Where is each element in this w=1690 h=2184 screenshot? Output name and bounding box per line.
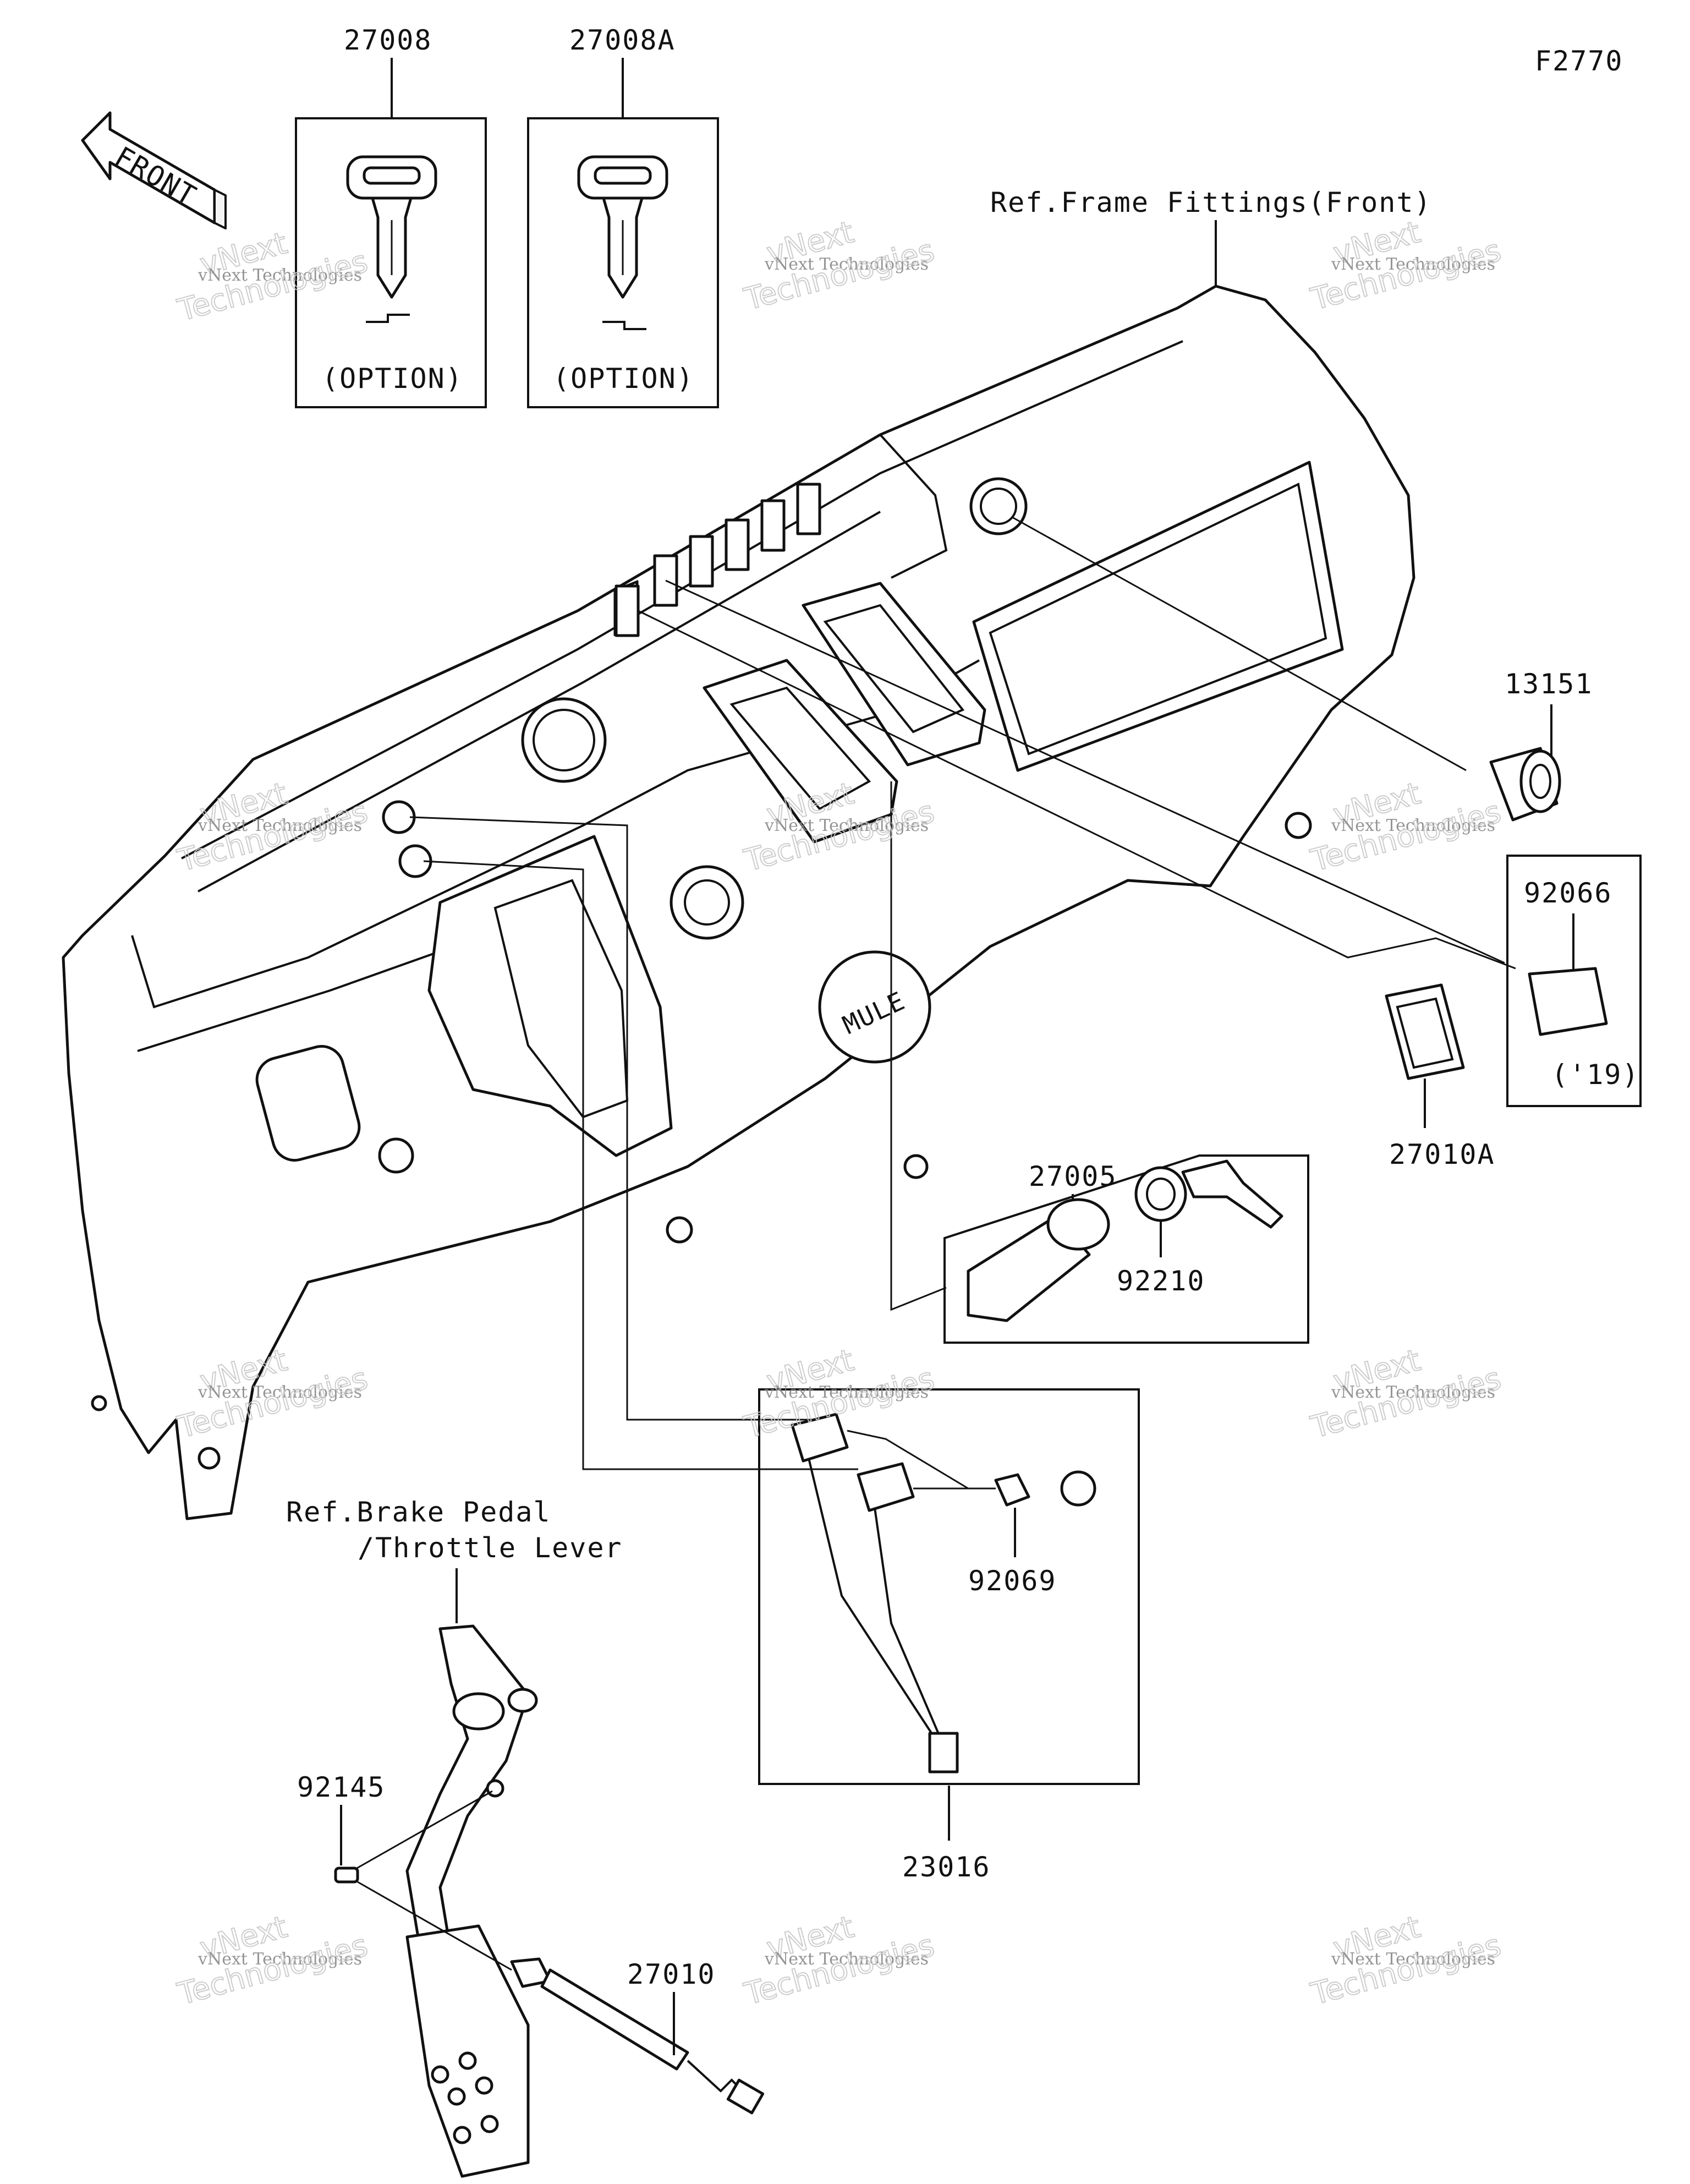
key-27008: 27008 (OPTION) — [295, 24, 487, 408]
part-92066: 92066 ('19) — [1506, 855, 1642, 1107]
part-23016: 92069 23016 — [758, 1388, 1140, 1883]
key-27008A: 27008A (OPTION) — [527, 24, 719, 408]
part-number-27010A: 27010A — [1389, 1138, 1495, 1170]
part-number-23016: 23016 — [902, 1851, 991, 1883]
svg-text:vNext Technologies: vNext Technologies — [197, 266, 362, 285]
svg-text:vNext Technologies: vNext Technologies — [1331, 1383, 1495, 1402]
brake-pedal — [405, 1624, 538, 2178]
dashboard-panel: MULE — [62, 284, 1415, 1520]
part-number-13151: 13151 — [1505, 668, 1593, 700]
part-number-92210: 92210 — [1117, 1265, 1205, 1297]
year-note-19: ('19) — [1551, 1059, 1640, 1091]
ref-throttle-lever: /Throttle Lever — [358, 1532, 623, 1564]
svg-text:vNext Technologies: vNext Technologies — [764, 1383, 929, 1402]
watermark: vNext vNext Technologies Technologies — [1307, 214, 1505, 318]
option-label-27008: (OPTION) — [322, 363, 463, 395]
part-number-27010: 27010 — [627, 1958, 716, 1990]
part-27010: 27010 — [357, 1881, 765, 2115]
front-arrow-icon: FRONT — [81, 111, 227, 229]
svg-text:vNext Technologies: vNext Technologies — [764, 1950, 929, 1969]
watermark: vNext vNext Technologies Technologies — [740, 214, 939, 318]
part-number-27008: 27008 — [344, 24, 432, 56]
watermark: vNext vNext Technologies Technologies — [173, 1908, 372, 2012]
watermarks: vNext vNext Technologies Technologies vN… — [173, 214, 1505, 2012]
leader-lines — [409, 516, 1516, 1470]
watermark: vNext vNext Technologies Technologies — [1307, 1342, 1505, 1446]
watermark: vNext vNext Technologies Technologies — [1307, 1908, 1505, 2012]
svg-text:vNext Technologies: vNext Technologies — [197, 816, 362, 835]
watermark: vNext vNext Technologies Technologies — [173, 225, 372, 329]
svg-text:vNext Technologies: vNext Technologies — [764, 816, 929, 835]
watermark: vNext vNext Technologies Technologies — [1307, 775, 1505, 879]
ref-frame-fittings: Ref.Frame Fittings(Front) — [990, 187, 1432, 218]
svg-text:vNext Technologies: vNext Technologies — [197, 1950, 362, 1969]
svg-text:vNext Technologies: vNext Technologies — [197, 1383, 362, 1402]
part-number-92066: 92066 — [1524, 877, 1612, 909]
ref-brake-pedal: Ref.Brake Pedal — [286, 1496, 551, 1528]
watermark: vNext vNext Technologies Technologies — [740, 1908, 939, 2012]
svg-text:vNext Technologies: vNext Technologies — [1331, 816, 1495, 835]
part-27005: 27005 92210 — [943, 1154, 1309, 1344]
svg-text:vNext Technologies: vNext Technologies — [764, 255, 929, 274]
part-number-27008A: 27008A — [569, 24, 676, 56]
part-13151: 13151 — [1489, 668, 1593, 822]
part-number-92145: 92145 — [297, 1771, 386, 1803]
front-label: FRONT — [109, 140, 202, 212]
figure-code: F2770 — [1535, 45, 1623, 77]
part-92145: 92145 — [297, 1771, 493, 1884]
svg-text:vNext Technologies: vNext Technologies — [1331, 255, 1495, 274]
svg-text:vNext Technologies: vNext Technologies — [1331, 1950, 1495, 1969]
part-27010A: 27010A — [1385, 983, 1495, 1170]
part-number-92069: 92069 — [968, 1565, 1057, 1597]
option-label-27008A: (OPTION) — [553, 363, 694, 395]
